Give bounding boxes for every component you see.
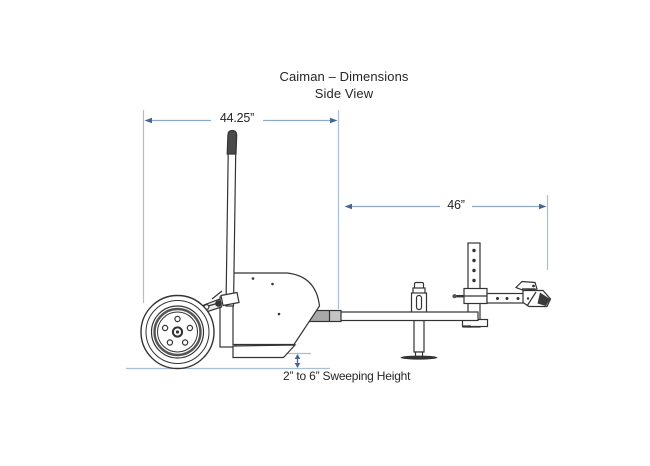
tow-beam (340, 311, 479, 322)
extension-lines (142, 110, 549, 309)
diagram-title: Caiman – Dimensions (279, 69, 409, 84)
dimension-label-tongue-length: 46” (447, 198, 465, 212)
jack-stand (400, 281, 438, 360)
sweeping-height-arrow (294, 354, 301, 368)
hitch-coupler (514, 280, 552, 308)
hitch-mast (461, 242, 489, 328)
handle (225, 129, 238, 307)
dimension-label-overall-width: 44.25” (219, 111, 255, 125)
dimension-46 (344, 203, 547, 210)
hitch-tongue (452, 287, 528, 305)
sweeper-wheel (140, 294, 215, 370)
brush-housing (232, 272, 321, 359)
ground-line (126, 352, 330, 370)
dimension-label-sweeping-height: 2” to 6” Sweeping Height (283, 369, 411, 383)
diagram-subtitle: Side View (314, 86, 374, 101)
dimension-44-25 (144, 117, 338, 124)
